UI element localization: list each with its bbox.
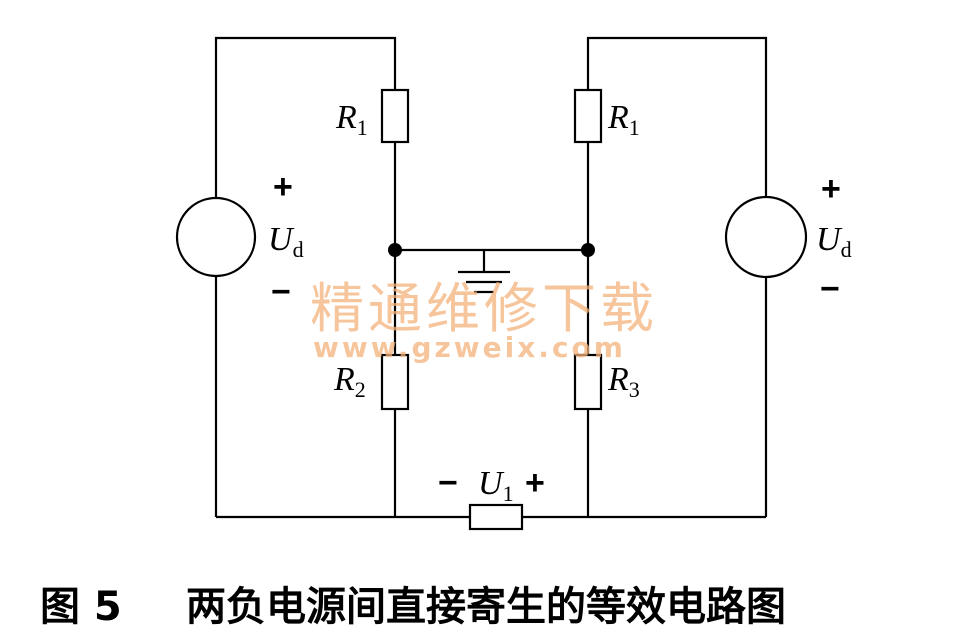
ud-left-minus: − — [271, 273, 291, 311]
u1-minus: − — [438, 464, 458, 502]
wires — [214, 36, 768, 519]
voltage-source-left — [175, 196, 257, 278]
resistor-r1-left — [380, 88, 410, 144]
ud-right-minus: − — [820, 270, 840, 308]
junction-left — [388, 243, 402, 257]
resistor-u1 — [468, 503, 524, 531]
left-loop-wire — [214, 36, 397, 200]
label-ud-left: Ud — [268, 221, 304, 262]
label-r2: R2 — [333, 361, 366, 402]
ud-left-plus: + — [273, 168, 293, 206]
label-u1: U1 — [478, 465, 514, 506]
figure-caption: 两负电源间直接寄生的等效电路图 — [186, 584, 786, 630]
voltage-source-right — [724, 195, 808, 279]
resistor-r1-right — [573, 88, 603, 144]
u1-plus: + — [525, 464, 545, 502]
label-ud-right: Ud — [816, 221, 852, 262]
watermark-text: 精通维修下载 — [310, 277, 658, 340]
resistor-r2 — [380, 353, 410, 411]
label-r1-right: R1 — [607, 99, 640, 140]
junction-right — [581, 243, 595, 257]
figure-number: 图 5 — [40, 584, 122, 630]
ud-right-plus: + — [821, 170, 841, 208]
label-r3: R3 — [607, 361, 640, 402]
watermark-url: www.gzweix.com — [313, 331, 626, 364]
ground-icon — [458, 250, 510, 294]
resistor-r3 — [573, 353, 603, 411]
label-r1-left: R1 — [335, 99, 368, 140]
right-loop-wire — [586, 36, 768, 198]
